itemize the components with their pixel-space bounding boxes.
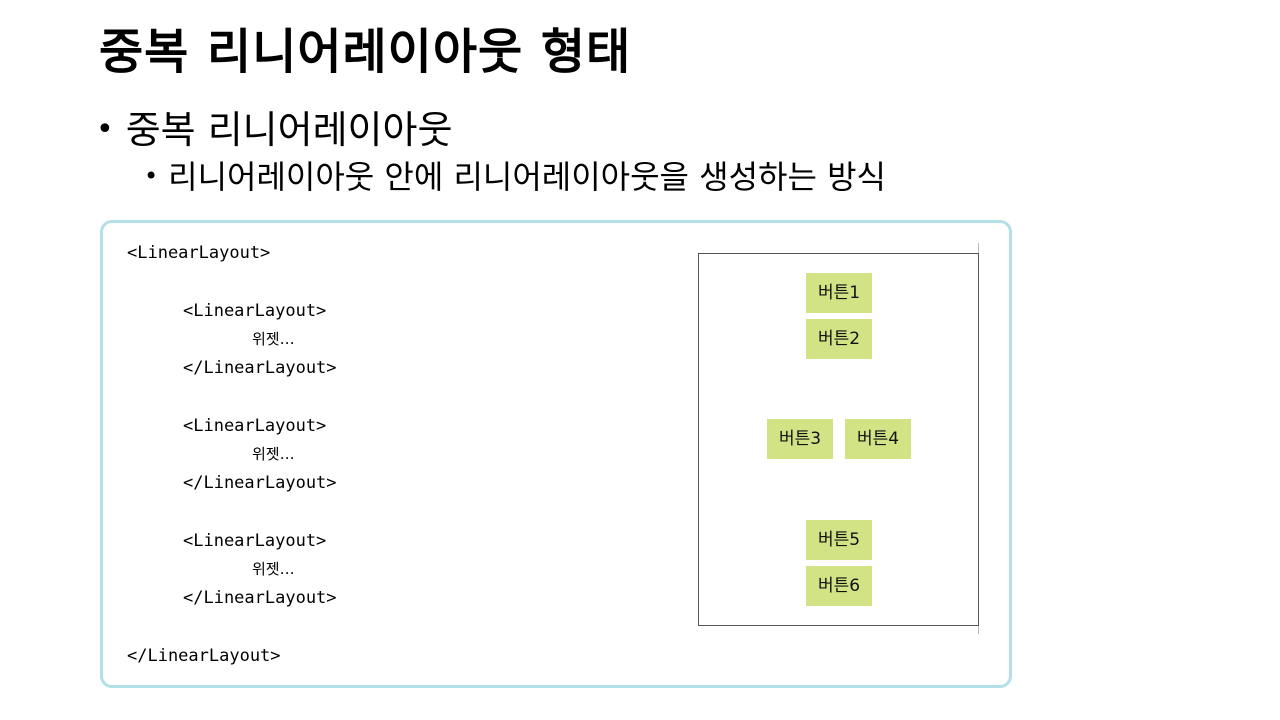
code-block1-open: <LinearLayout> xyxy=(183,301,327,321)
code-block1-body: 위젯… xyxy=(252,330,295,348)
bullet-dot-icon: • xyxy=(96,112,114,147)
code-block3-body: 위젯… xyxy=(252,560,295,578)
preview-frame-edge xyxy=(978,243,979,253)
preview-frame-edge xyxy=(978,626,979,634)
code-block2-body: 위젯… xyxy=(252,445,295,463)
preview-button-2: 버튼2 xyxy=(806,319,872,359)
bullet-level1: • 중복 리니어레이아웃 xyxy=(96,106,452,154)
preview-button-4: 버튼4 xyxy=(845,419,911,459)
bullet-dot-icon: • xyxy=(144,162,159,190)
bullet-level2-text: 리니어레이아웃 안에 리니어레이아웃을 생성하는 방식 xyxy=(168,158,886,196)
preview-button-5: 버튼5 xyxy=(806,520,872,560)
code-block2-open: <LinearLayout> xyxy=(183,416,327,436)
code-block2-close: </LinearLayout> xyxy=(183,473,337,493)
code-block3-open: <LinearLayout> xyxy=(183,531,327,551)
bullet-level1-text: 중복 리니어레이아웃 xyxy=(125,108,453,152)
preview-button-1: 버튼1 xyxy=(806,273,872,313)
code-example-box xyxy=(100,220,1012,688)
bullet-level2: • 리니어레이아웃 안에 리니어레이아웃을 생성하는 방식 xyxy=(144,155,886,198)
code-block3-close: </LinearLayout> xyxy=(183,588,337,608)
layout-preview-frame xyxy=(698,253,979,626)
slide-title: 중복 리니어레이아웃 형태 xyxy=(99,24,632,80)
code-outer-open: <LinearLayout> xyxy=(127,243,271,263)
preview-button-3: 버튼3 xyxy=(767,419,833,459)
code-block1-close: </LinearLayout> xyxy=(183,358,337,378)
preview-button-6: 버튼6 xyxy=(806,566,872,606)
code-outer-close: </LinearLayout> xyxy=(127,646,281,666)
